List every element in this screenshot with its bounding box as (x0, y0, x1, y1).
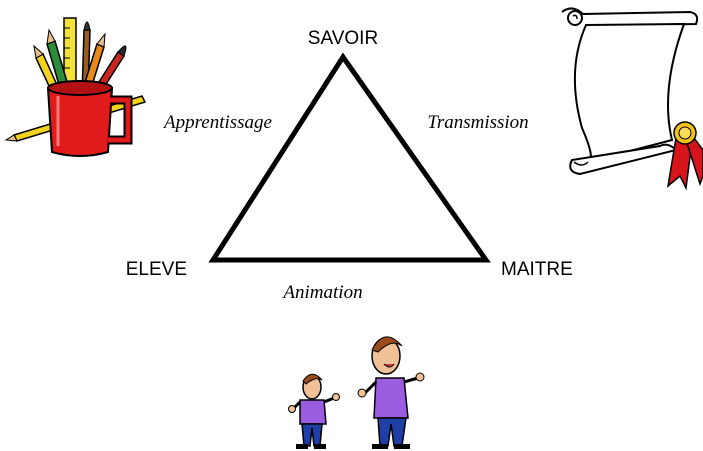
vertex-label-maitre: MAITRE (501, 259, 573, 280)
triangle-outline (208, 52, 491, 263)
edge-label-animation: Animation (281, 282, 362, 303)
edge-label-transmission: Transmission (427, 112, 528, 133)
student-figure (288, 373, 340, 449)
teacher-and-student-icon (288, 336, 425, 449)
diploma-scroll-icon (561, 7, 703, 191)
edge-label-apprentissage: Apprentissage (162, 112, 272, 133)
teacher-figure (357, 336, 425, 449)
vertex-label-eleve: ELEVE (126, 259, 187, 280)
pencil-cup-icon (4, 17, 147, 157)
triangle (208, 52, 491, 263)
vertex-label-savoir: SAVOIR (308, 28, 378, 49)
